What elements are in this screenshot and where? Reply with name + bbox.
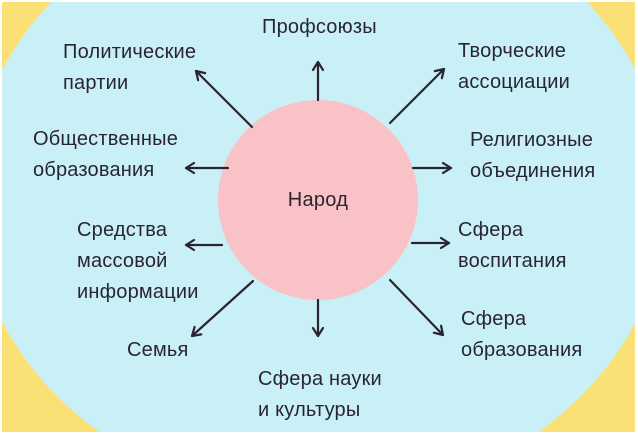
center-node: Народ <box>218 100 418 300</box>
node-label-education-sphere: Сфера образования <box>461 308 583 361</box>
node-label-political-parties: Политические партии <box>63 41 197 94</box>
node-label-mass-media: Средства массовой информации <box>77 219 199 303</box>
node-label-creative-associations: Творческие ассоциации <box>458 40 571 93</box>
node-label-upbringing-sphere: Сфера воспитания <box>458 219 567 272</box>
node-label-trade-unions: Профсоюзы <box>262 16 377 38</box>
node-label-science-culture-sphere: Сфера науки и культуры <box>258 368 382 421</box>
node-label-public-formations: Общественные образования <box>33 128 179 181</box>
center-node-label: Народ <box>287 188 349 211</box>
node-label-family: Семья <box>127 339 189 361</box>
node-label-religious-associations: Религиозные объединения <box>470 129 596 182</box>
